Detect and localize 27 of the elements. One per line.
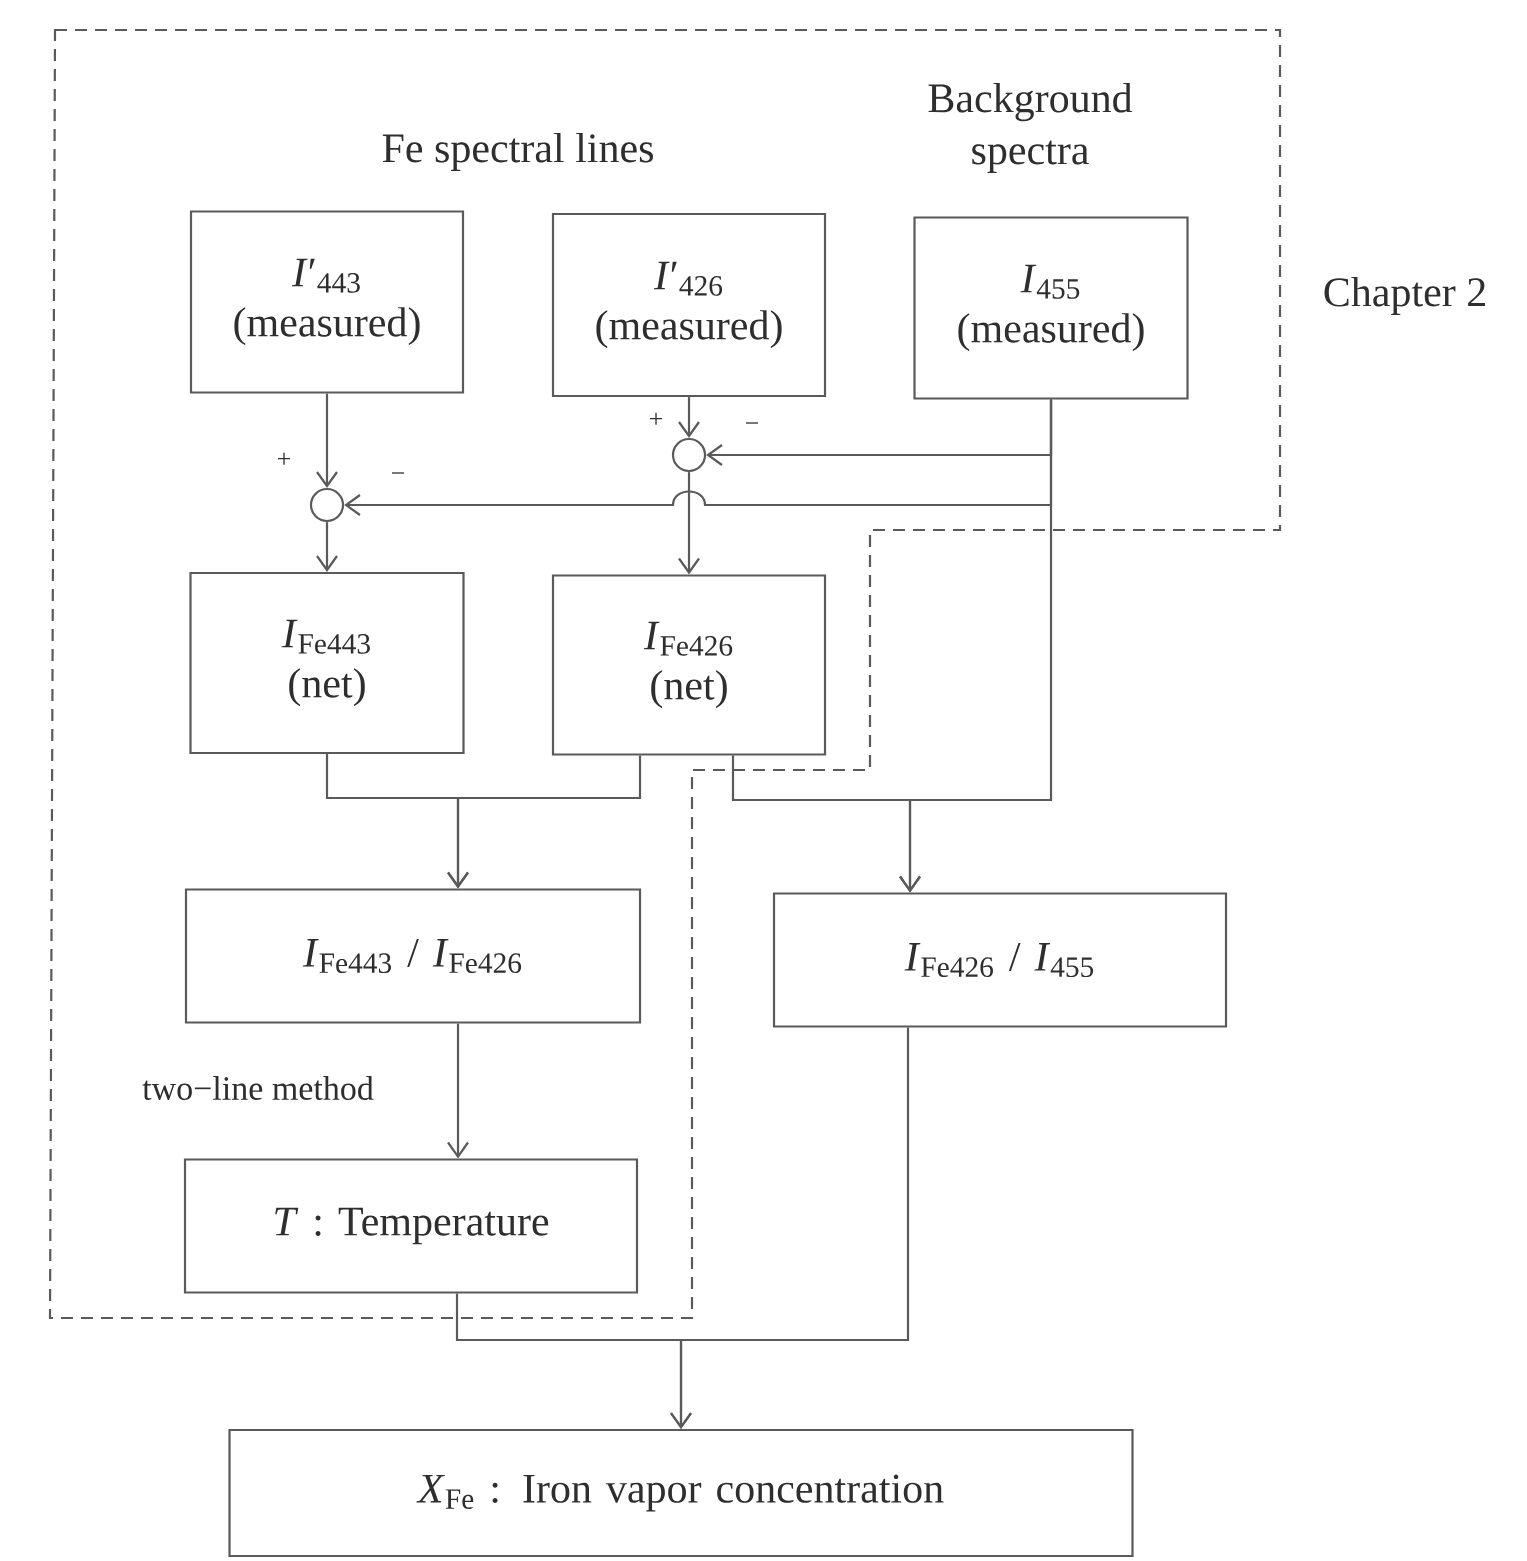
arrow: [316, 393, 338, 488]
group-heading: Background spectra: [928, 82, 1133, 174]
arrow: [447, 755, 642, 889]
arrow: [678, 397, 700, 438]
sign-label: +: [277, 452, 291, 465]
summing-junction: [671, 437, 707, 473]
process-box: I$_{Fe443}$ / I$_{Fe426}$: [184, 888, 642, 1024]
arrow: [899, 399, 1053, 893]
arrow: [670, 1027, 910, 1429]
sign-label: −: [745, 422, 759, 424]
process-box: I$_{Fe443}$ (net): [189, 571, 465, 755]
sign-label: +: [649, 412, 663, 425]
edge-label: two−line method: [140, 1074, 376, 1102]
group-heading: Fe spectral lines: [382, 132, 653, 172]
summing-junction: [309, 487, 345, 523]
process-box: I′$_{443}$ (measured): [189, 210, 465, 394]
process-box: I$_{Fe426}$ (net): [551, 574, 827, 756]
region-label: Chapter 2: [1324, 276, 1485, 316]
arrow: [316, 522, 338, 572]
sign-label: −: [391, 472, 405, 474]
process-box: X$_{Fe}$ : Iron vapor concentration: [228, 1428, 1134, 1558]
process-box: I$_{455}$ (measured): [913, 216, 1189, 400]
process-box: I$_{Fe426}$ / I$_{455}$: [772, 892, 1228, 1028]
process-box: I′$_{426}$ (measured): [551, 212, 827, 398]
process-box: T : Temperature: [183, 1158, 639, 1294]
arrow: [447, 1023, 469, 1159]
arrow: [678, 472, 700, 575]
